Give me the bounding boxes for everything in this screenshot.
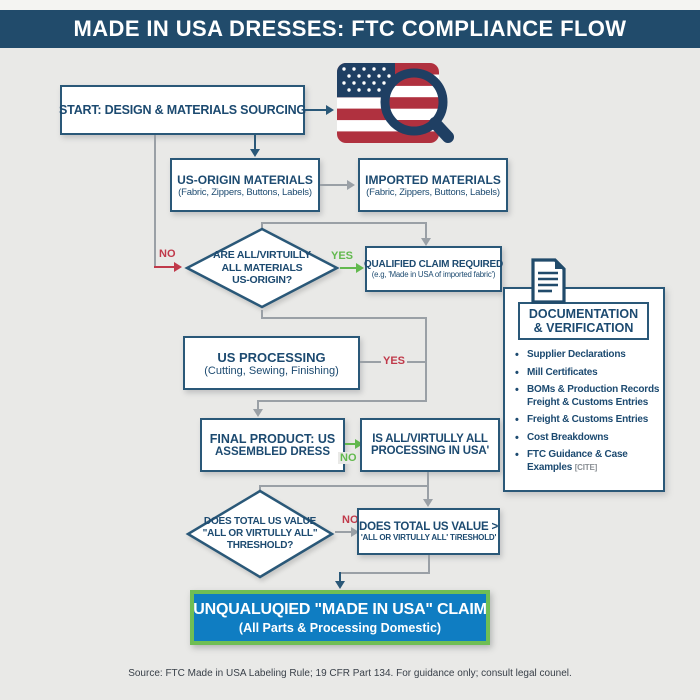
value-decision-node xyxy=(185,488,335,580)
label-yes-1: YES xyxy=(329,250,356,262)
arrowhead-no-into-decision xyxy=(174,262,182,272)
materials-decision-node xyxy=(184,226,340,310)
connector-no-to-processing-check xyxy=(345,443,358,445)
arrowhead-into-qualified xyxy=(421,238,431,246)
imported-subtitle: (Fabric, Zippers, Buttons, Labels) xyxy=(366,186,500,198)
value-check-line1: DOES TOTAL US VALUE > xyxy=(358,521,499,533)
connector-usorigin-to-imported xyxy=(320,184,348,186)
label-yes-2: YES xyxy=(381,355,408,367)
cite-tag: [CITE] xyxy=(574,462,598,472)
value-decision-text: DOES TOTAL US VALUE "ALL OR VIRTULLY ALL… xyxy=(185,488,335,580)
top-margin-strip xyxy=(0,0,700,10)
connector-decision-top-horizontal xyxy=(261,222,427,224)
final-product-node: FINAL PRODUCT: US ASSEMBLED DRESS xyxy=(200,418,345,472)
documentation-panel: DOCUMENTATION & VERIFICATION •Supplier D… xyxy=(503,287,665,492)
arrowhead-usorigin-to-imported xyxy=(347,180,355,190)
arrowhead-no-to-value-check xyxy=(351,527,359,537)
doc-list-item: •Mill Certificates xyxy=(515,366,598,379)
label-no-2: NO xyxy=(338,452,359,464)
final-product-line1: FINAL PRODUCT: US xyxy=(209,432,336,446)
us-origin-title: US-ORIGIN MATERIALS xyxy=(177,172,313,187)
bullet-icon: • xyxy=(515,431,519,444)
arrowhead-yes-to-qualified xyxy=(356,263,364,273)
connector-no-to-value-check xyxy=(335,531,354,533)
us-origin-subtitle: (Fabric, Zippers, Buttons, Labels) xyxy=(178,186,312,198)
connector-into-value-check-vertical xyxy=(427,485,429,500)
materials-decision-text: ARE ALL/VIRTUILLY ALL MATERIALS US-ORIGI… xyxy=(184,226,340,310)
connector-yes-to-qualified xyxy=(340,267,360,269)
us-origin-materials-node: US-ORIGIN MATERIALS (Fabric, Zippers, Bu… xyxy=(170,158,320,212)
connector-rail-to-final-horizontal xyxy=(258,400,427,402)
unqualified-claim-node: UNQUALUQIED "MADE IN USA" CLAIM (All Par… xyxy=(190,590,490,645)
bullet-icon: • xyxy=(515,349,519,361)
arrowhead-into-value-check xyxy=(423,499,433,507)
connector-decision-top-stub xyxy=(261,222,263,229)
label-no-3: NO xyxy=(340,514,361,526)
connector-decision-bottom-stub xyxy=(261,310,263,319)
doc-list-item: •FTC Guidance & Case Examples [CITE] xyxy=(515,449,628,473)
value-decision-line3: THRESHOLD? xyxy=(226,540,294,551)
qualified-claim-title: QUALIFIED CLAIM REQUIRED xyxy=(363,259,504,270)
connector-start-to-usorigin xyxy=(254,135,256,149)
claim-line1: UNQUALUQIED "MADE IN USA" CLAIM xyxy=(193,600,487,618)
doc-list-item: •Cost Breakdowns xyxy=(515,431,609,444)
value-decision-line1: DOES TOTAL US VALUE xyxy=(203,516,317,527)
connector-claim-horizontal xyxy=(339,572,430,574)
arrowhead-into-final xyxy=(253,409,263,417)
materials-decision-line1: ARE ALL/VIRTUILLY xyxy=(213,249,311,262)
processing-check-line2: PROCESSING IN USA' xyxy=(371,445,489,457)
documentation-title-line1: DOCUMENTATION xyxy=(528,307,639,321)
materials-decision-line2: ALL MATERIALS xyxy=(221,261,303,274)
us-processing-node: US PROCESSING (Cutting, Sewing, Finishin… xyxy=(183,336,360,390)
bullet-icon: • xyxy=(515,366,519,379)
processing-check-node: IS ALL/VIRTULLY ALL PROCESSING IN USA' xyxy=(360,418,500,472)
value-check-line2: 'ALL OR VIRTULLY ALL' TíRESHOLD' xyxy=(360,533,497,542)
start-node-label: START: DESIGN & MATERIALS SOURCING xyxy=(59,103,306,117)
materials-decision-line3: US-ORIGIN? xyxy=(232,274,292,287)
connector-check-horizontal xyxy=(259,485,429,487)
bullet-icon: • xyxy=(515,384,519,396)
doc-list-item: •Supplier Declarations xyxy=(515,349,626,361)
connector-start-to-flag xyxy=(305,109,327,111)
qualified-claim-subtitle: (e.g, 'Made in USA of imported fabric') xyxy=(371,270,496,279)
imported-title: IMPORTED MATERIALS xyxy=(365,172,501,187)
bullet-icon: • xyxy=(515,449,519,461)
imported-materials-node: IMPORTED MATERIALS (Fabric, Zippers, But… xyxy=(358,158,508,212)
arrowhead-no-to-processing-check xyxy=(355,439,363,449)
connector-into-final-vertical xyxy=(257,400,259,410)
final-product-line2: ASSEMBLED DRESS xyxy=(214,446,331,458)
source-note: Source: FTC Made in USA Labeling Rule; 1… xyxy=(128,668,572,679)
connector-value-check-down xyxy=(428,555,430,574)
connector-processing-check-down xyxy=(427,472,429,487)
document-icon xyxy=(527,256,569,311)
connector-left-rail xyxy=(154,135,156,268)
documentation-list: •Supplier Declarations •Mill Certificates… xyxy=(515,349,663,479)
connector-decision-bottom-horizontal xyxy=(261,317,427,319)
arrowhead-start-to-usorigin xyxy=(250,149,260,157)
arrowhead-into-claim xyxy=(335,581,345,589)
documentation-title-box: DOCUMENTATION & VERIFICATION xyxy=(518,302,649,340)
us-processing-title: US PROCESSING xyxy=(217,349,326,365)
documentation-title-line2: & VERIFICATION xyxy=(533,321,634,335)
connector-into-value-decision xyxy=(259,485,261,491)
doc-list-item: •Freight & Customs Entries xyxy=(515,414,649,426)
label-no-1: NO xyxy=(157,248,178,260)
start-node: START: DESIGN & MATERIALS SOURCING xyxy=(59,85,306,135)
us-processing-subtitle: (Cutting, Sewing, Finishing) xyxy=(204,364,339,377)
connector-right-rail xyxy=(425,317,427,402)
value-check-node: DOES TOTAL US VALUE > 'ALL OR VIRTULLY A… xyxy=(357,508,500,555)
value-decision-line2: "ALL OR VIRTULLY ALL" xyxy=(202,528,318,539)
title-bar: MADE IN USA DRESSES: FTC COMPLIANCE FLOW xyxy=(0,10,700,48)
connector-no-into-decision xyxy=(154,266,175,268)
processing-check-line1: IS ALL/VIRTULLY ALL xyxy=(372,433,488,445)
bullet-icon: • xyxy=(515,414,519,426)
claim-line2: (All Parts & Processing Domestic) xyxy=(238,620,442,635)
connector-into-claim-vertical xyxy=(339,572,341,582)
connector-into-qualified-vertical xyxy=(425,222,427,239)
qualified-claim-node: QUALIFIED CLAIM REQUIRED (e.g, 'Made in … xyxy=(363,246,504,292)
arrowhead-start-to-flag xyxy=(326,105,334,115)
usa-flag-magnifier-icon xyxy=(334,58,456,157)
page-title: MADE IN USA DRESSES: FTC COMPLIANCE FLOW xyxy=(73,16,627,41)
